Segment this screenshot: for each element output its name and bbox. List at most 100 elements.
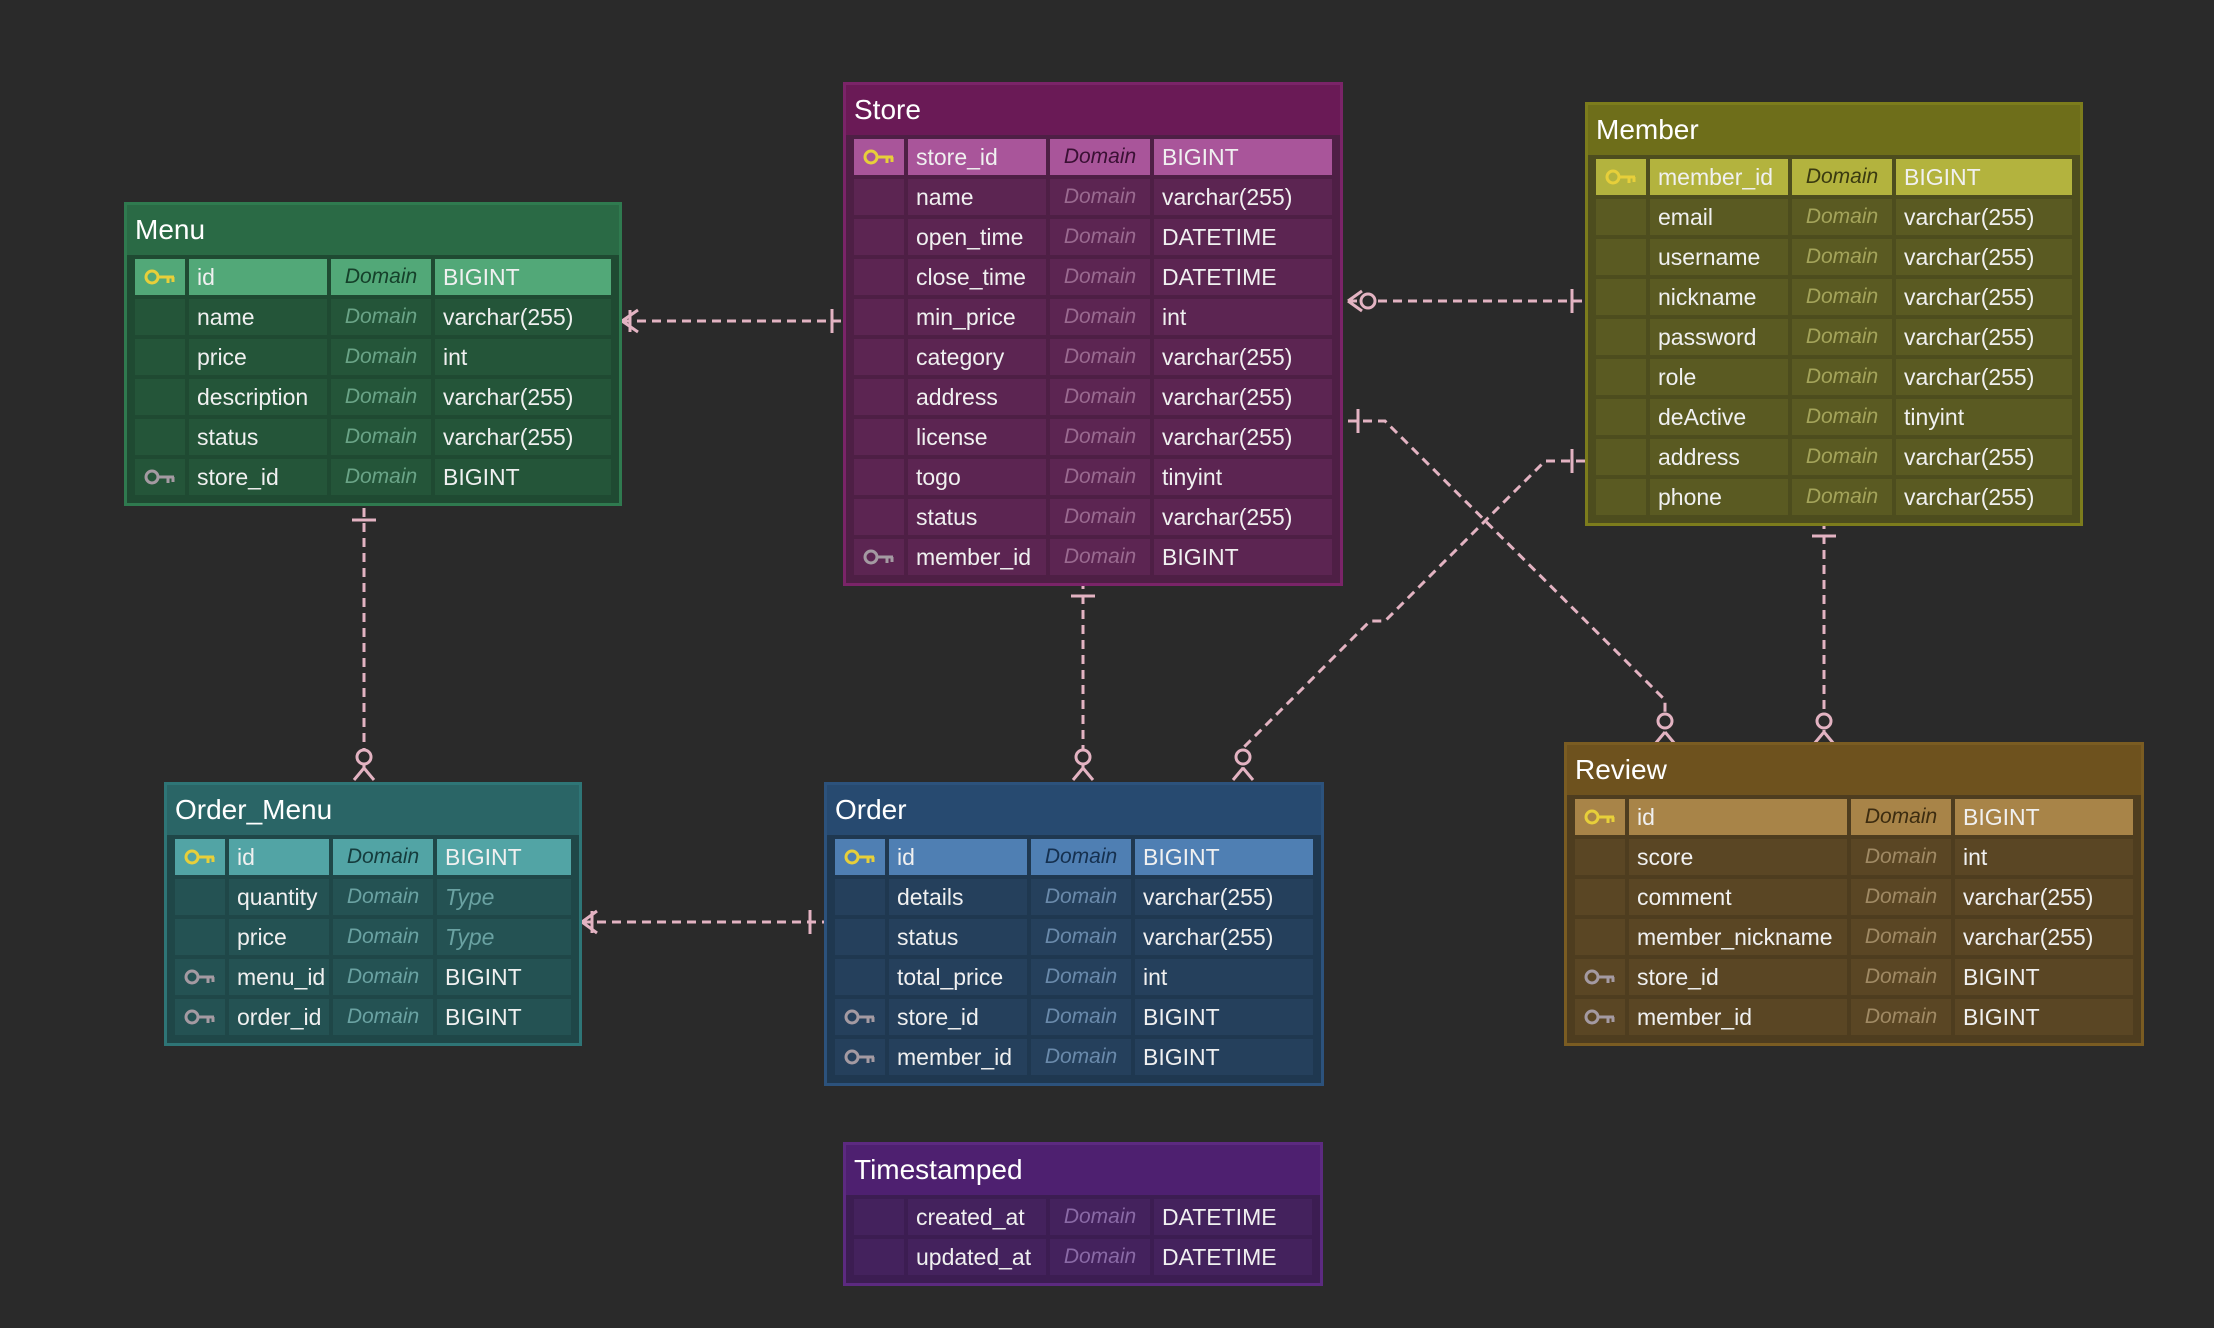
column-domain: Domain (1031, 999, 1131, 1035)
column-type: varchar(255) (1896, 239, 2072, 275)
column-name: open_time (908, 219, 1046, 255)
column-domain: Domain (1050, 419, 1150, 455)
column-domain: Domain (1050, 339, 1150, 375)
entity-title: Order_Menu (167, 785, 579, 835)
column-name: member_id (908, 539, 1046, 575)
column-domain: Domain (333, 839, 433, 875)
rel-marker-ordermenu-zero (355, 748, 373, 766)
column-domain: Domain (1050, 379, 1150, 415)
key-cell (1596, 319, 1646, 355)
key-cell (835, 919, 885, 955)
column-name: status (908, 499, 1046, 535)
column-name: member_id (1629, 999, 1847, 1035)
column-type: BIGINT (1955, 959, 2133, 995)
column-type: varchar(255) (435, 419, 611, 455)
primary-key-icon (1596, 159, 1646, 195)
key-cell (135, 379, 185, 415)
column-domain: Domain (1792, 239, 1892, 275)
column-domain: Domain (1031, 1039, 1131, 1075)
column-domain: Domain (1851, 879, 1951, 915)
rel-marker-menu-many (621, 308, 639, 334)
column-domain: Domain (1851, 839, 1951, 875)
key-cell (854, 299, 904, 335)
column-domain: Domain (1050, 139, 1150, 175)
column-domain: Domain (1050, 539, 1150, 575)
key-cell (835, 959, 885, 995)
column-domain: Domain (333, 959, 433, 995)
column-domain: Domain (1792, 399, 1892, 435)
column-type: varchar(255) (1955, 919, 2133, 955)
foreign-key-icon (175, 999, 225, 1035)
column-name: address (908, 379, 1046, 415)
column-domain: Domain (1851, 959, 1951, 995)
column-name: email (1650, 199, 1788, 235)
column-domain: Domain (1050, 299, 1150, 335)
column-domain: Domain (1050, 1239, 1150, 1275)
column-type: DATETIME (1154, 259, 1332, 295)
column-type: varchar(255) (1154, 499, 1332, 535)
column-domain: Domain (1050, 1199, 1150, 1235)
column-name: password (1650, 319, 1788, 355)
rel-marker-store-zero (1359, 292, 1377, 310)
key-cell (1596, 199, 1646, 235)
entity-title: Member (1588, 105, 2080, 155)
column-domain: Domain (1792, 319, 1892, 355)
